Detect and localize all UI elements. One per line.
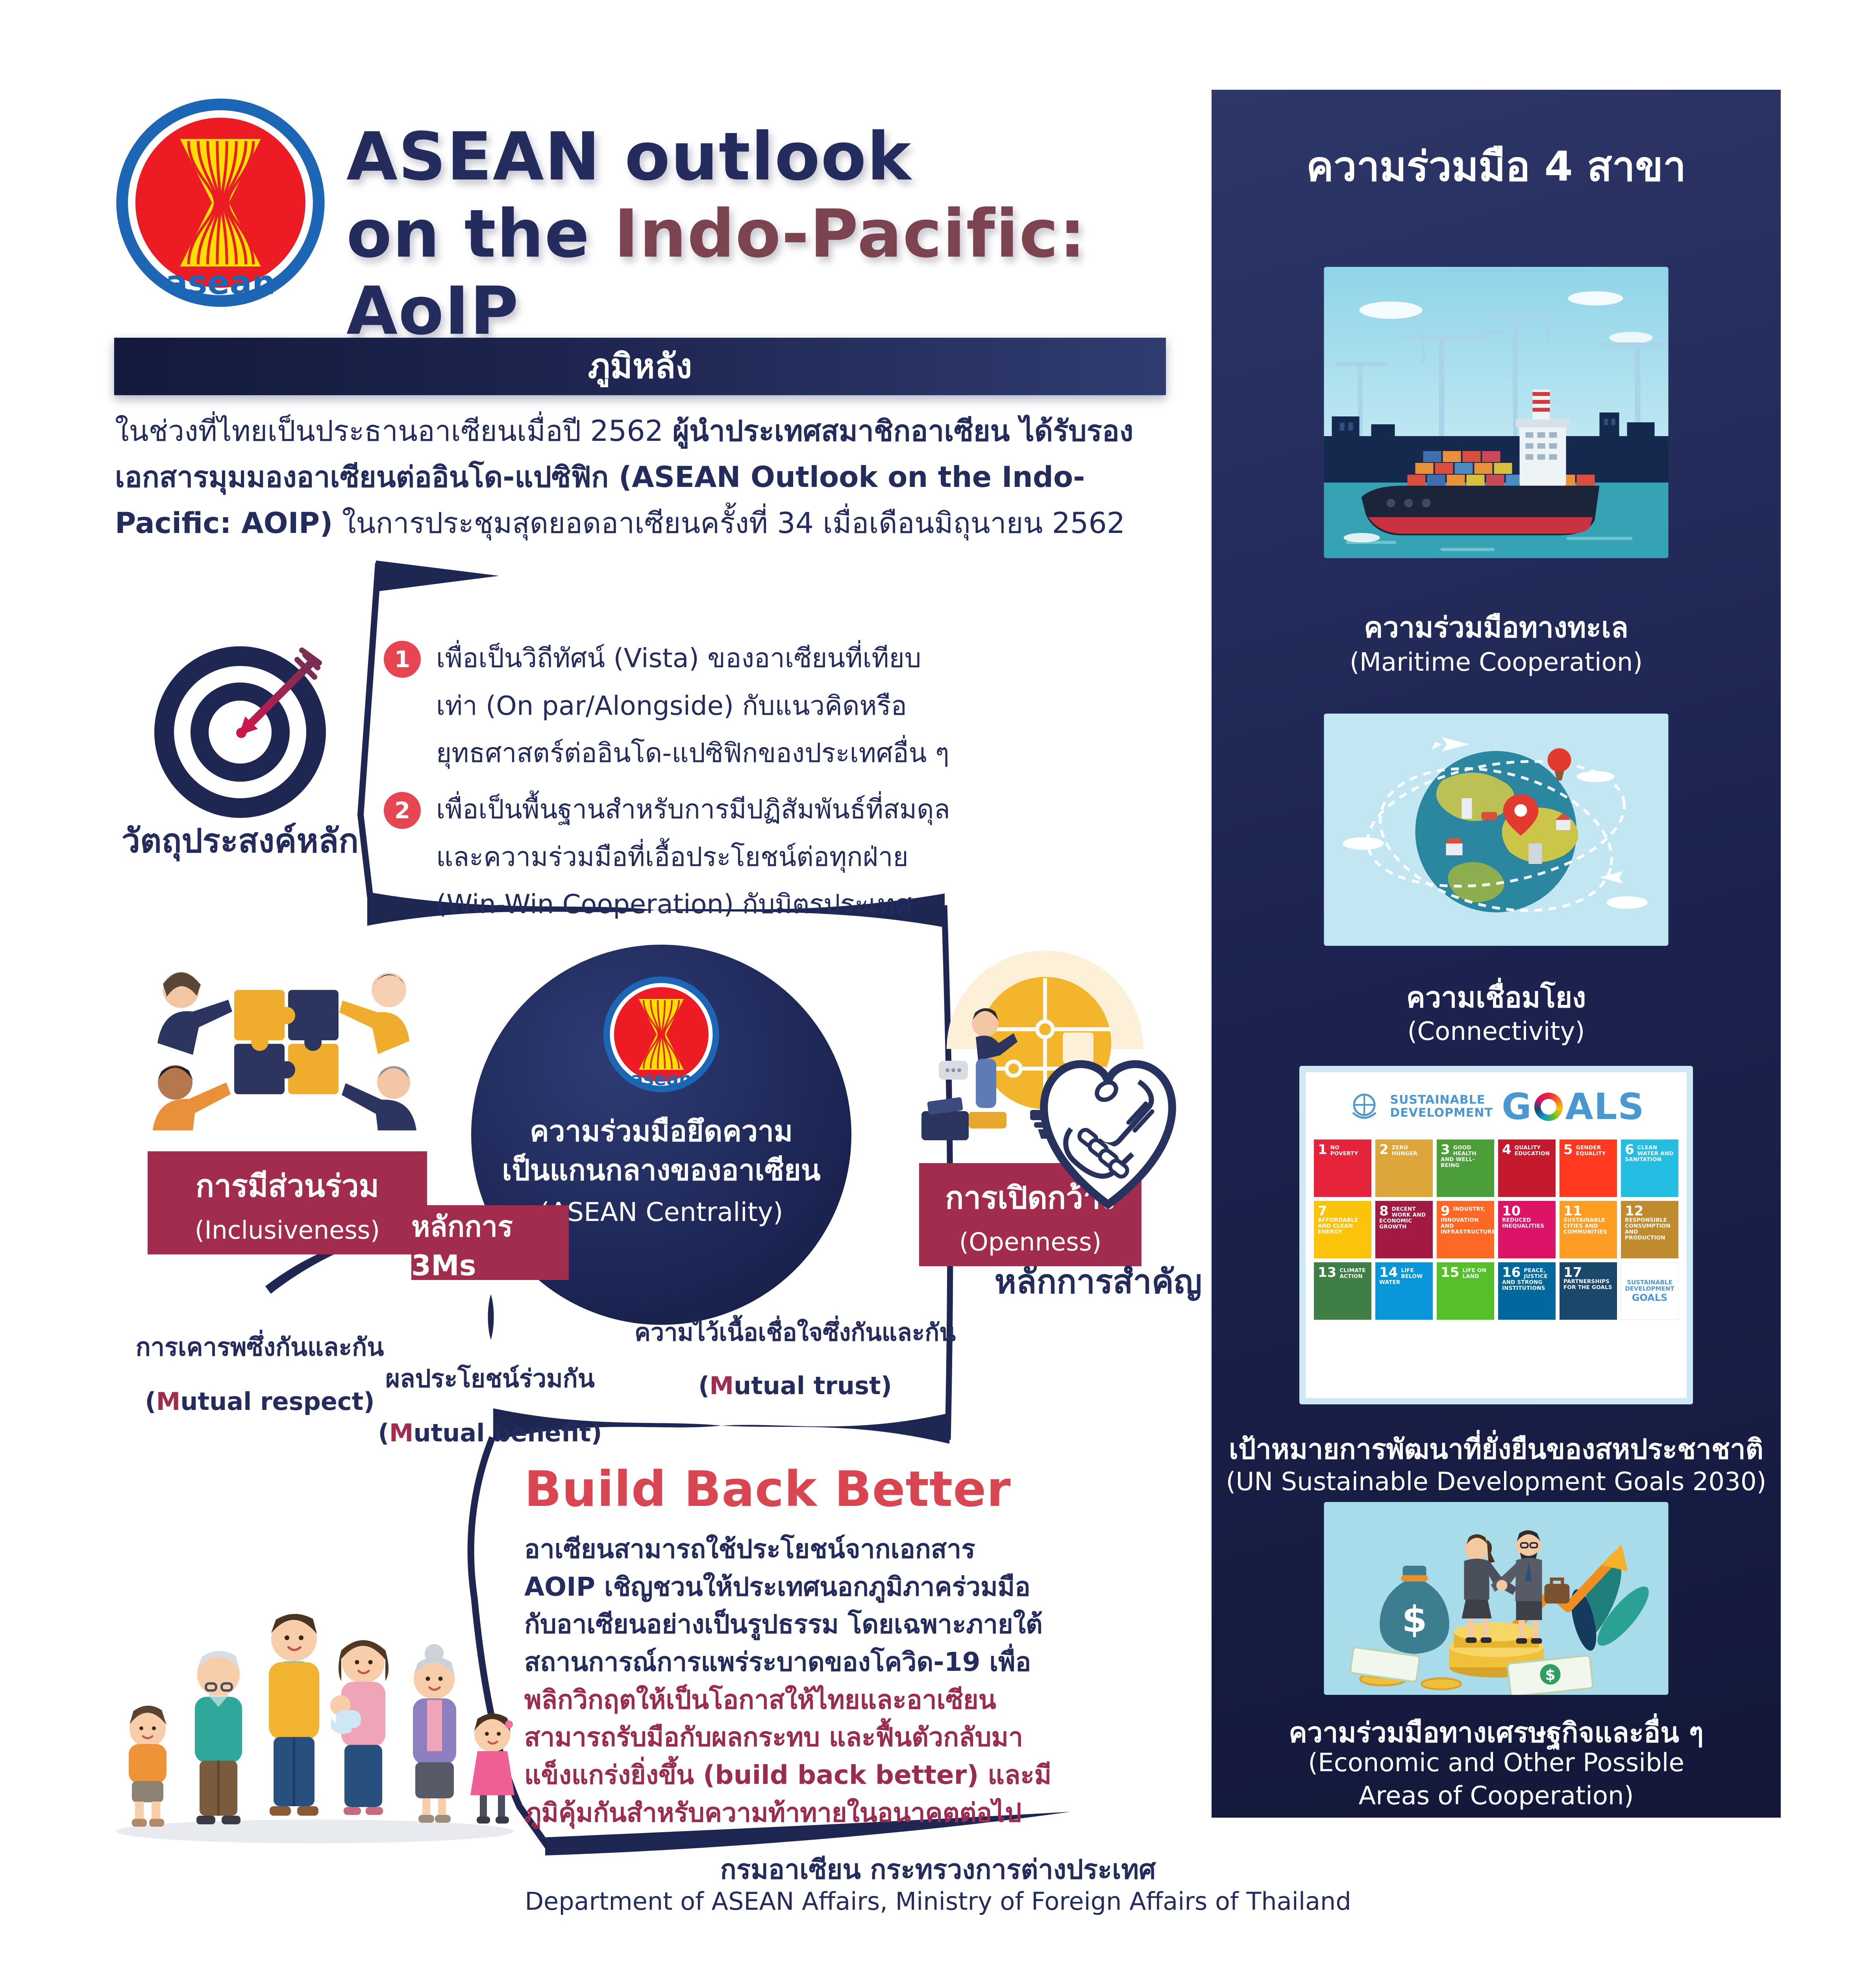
objective-2-number: 2 xyxy=(384,792,421,829)
caption-maritime-th: ความร่วมมือทางทะเล xyxy=(1364,611,1628,644)
svg-text:asean: asean xyxy=(165,263,275,302)
mutual-respect-th: การเคารพซึ่งกันและกัน xyxy=(135,1333,384,1361)
inclusiveness-label: การมีส่วนร่วม (Inclusiveness) xyxy=(148,1151,427,1254)
asean-logo: asean xyxy=(116,98,325,307)
sdg-o-ring-icon xyxy=(1534,1092,1563,1121)
title-line2: on the Indo-Pacific: AoIP xyxy=(346,195,1086,350)
bbb-title: Build Back Better xyxy=(524,1461,1011,1518)
key-principles-label: หลักการสำคัญ xyxy=(994,1262,1202,1301)
un-emblem-icon xyxy=(1352,1093,1377,1119)
family-illustration xyxy=(116,1614,514,1843)
connectivity-illustration xyxy=(1324,714,1669,946)
cooperation-panel: ความร่วมมือ 4 สาขา xyxy=(1212,90,1781,1818)
openness-en: (Openness) xyxy=(959,1227,1102,1256)
title-line1: ASEAN outlook xyxy=(346,118,912,195)
target-icon xyxy=(154,646,326,818)
panel-header: ความร่วมมือ 4 สาขา xyxy=(1306,142,1686,191)
intro-paragraph: ในช่วงที่ไทยเป็นประธานอาเซียนเมื่อปี 256… xyxy=(115,414,1134,540)
svg-text:asean: asean xyxy=(631,1068,692,1089)
section-bar-title: ภูมิหลัง xyxy=(588,347,692,386)
footer-thai: กรมอาเซียน กระทรวงการต่างประเทศ xyxy=(720,1854,1156,1885)
handshake-heart-icon xyxy=(1040,1060,1176,1210)
svg-text:$: $ xyxy=(1402,1598,1427,1641)
mutual-trust-th: ความไว้เนื้อเชื่อใจซึ่งกันและกัน xyxy=(635,1319,956,1347)
pennant-flag-icon xyxy=(376,560,499,592)
section-bar-background: ภูมิหลัง xyxy=(114,338,1166,395)
objective-1-number: 1 xyxy=(384,641,421,678)
svg-text:$: $ xyxy=(1545,1666,1555,1683)
main-title: ASEAN outlook on the Indo-Pacific: AoIP xyxy=(346,118,1181,350)
mutual-benefit-th: ผลประโยชน์ร่วมกัน xyxy=(385,1364,595,1393)
centrality-line2: เป็นแกนกลางของอาเซียน xyxy=(502,1153,821,1187)
inclusiveness-illustration xyxy=(153,972,416,1130)
centrality-line1: ความร่วมมือยึดความ xyxy=(529,1115,793,1148)
caption-sdg-th: เป้าหมายการพัฒนาที่ยั่งยืนของสหประชาชาติ xyxy=(1229,1433,1763,1465)
mutual-trust-en: (Mutual trust) xyxy=(698,1371,892,1400)
objective-1-text: เพื่อเป็นวิถีทัศน์ (Vista) ของอาเซียนที่… xyxy=(436,643,949,769)
centrality-en: (ASEAN Centrality) xyxy=(539,1197,783,1228)
caption-economic-en1: (Economic and Other Possible xyxy=(1308,1748,1684,1777)
inclusiveness-en: (Inclusiveness) xyxy=(194,1215,380,1245)
economic-illustration: $ $ xyxy=(1324,1502,1669,1695)
bbb-body: อาเซียนสามารถใช้ประโยชน์จากเอกสาร AOIP เ… xyxy=(524,1534,1052,1828)
objective-2-text: เพื่อเป็นพื้นฐานสำหรับการมีปฏิสัมพันธ์ที… xyxy=(436,794,950,920)
caption-sdg-en: (UN Sustainable Development Goals 2030) xyxy=(1226,1467,1767,1496)
caption-economic-th: ความร่วมมือทางเศรษฐกิจและอื่น ๆ xyxy=(1288,1716,1704,1749)
mutual-benefit-en: (Mutual benefit) xyxy=(378,1419,602,1447)
inclusiveness-th: การมีส่วนร่วม xyxy=(195,1168,379,1204)
caption-economic-en2: Areas of Cooperation) xyxy=(1358,1781,1634,1811)
principles-3ms-box: หลักการ 3Ms xyxy=(411,1205,569,1282)
maritime-illustration xyxy=(1324,267,1669,558)
footer-english: Department of ASEAN Affairs, Ministry of… xyxy=(525,1887,1351,1916)
objectives-label: วัตถุประสงค์หลัก xyxy=(121,821,359,860)
mutual-respect-en: (Mutual respect) xyxy=(145,1387,375,1416)
asean-logo-small: asean xyxy=(603,977,719,1092)
caption-connectivity-th: ความเชื่อมโยง xyxy=(1406,981,1586,1014)
caption-maritime-en: (Maritime Cooperation) xyxy=(1349,648,1643,677)
caption-connectivity-en: (Connectivity) xyxy=(1407,1017,1585,1046)
